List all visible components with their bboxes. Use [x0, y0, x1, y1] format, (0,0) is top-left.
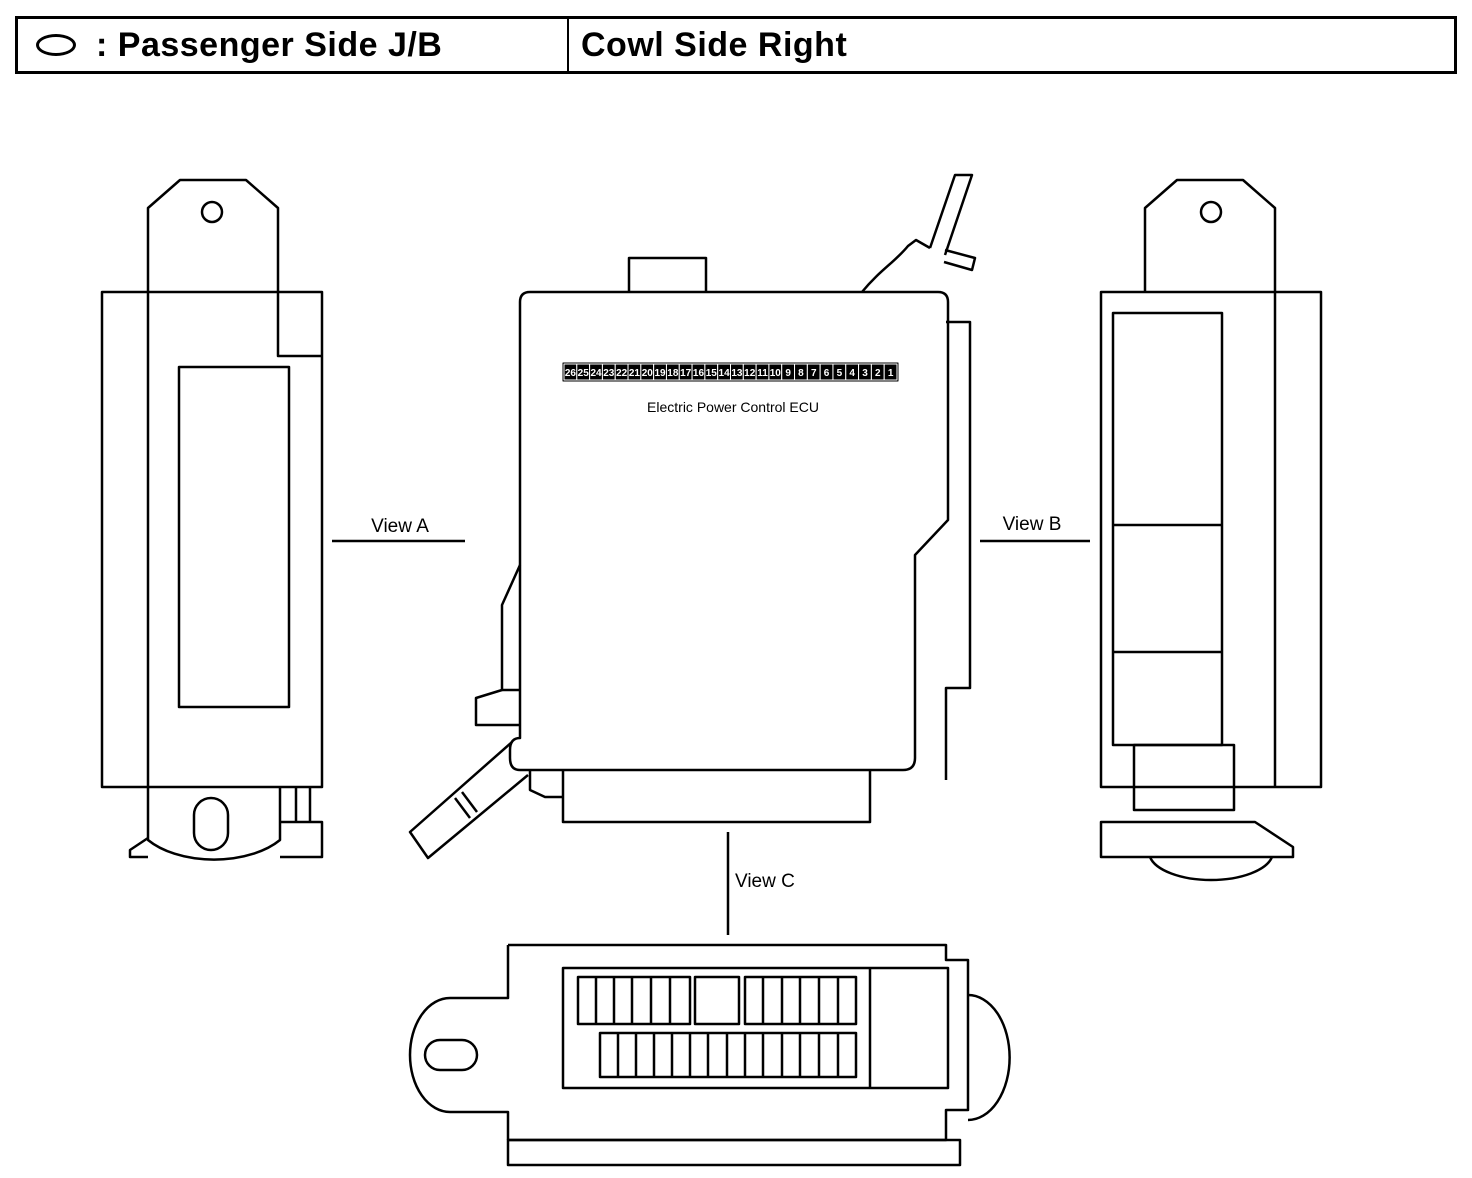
pin-number: 25 — [578, 368, 590, 379]
pin-number: 24 — [590, 368, 602, 379]
pin-number: 1 — [888, 368, 894, 379]
view-c-drawing — [408, 943, 1011, 1167]
pin-number: 12 — [744, 368, 756, 379]
pin-number: 8 — [798, 368, 804, 379]
pin-number: 6 — [824, 368, 830, 379]
pin-number: 9 — [785, 368, 791, 379]
pin-number: 26 — [565, 368, 577, 379]
view-a-drawing — [100, 178, 324, 861]
pin-number: 7 — [811, 368, 817, 379]
pin-number: 18 — [667, 368, 679, 379]
pin-number: 11 — [757, 368, 768, 379]
pin-number: 20 — [642, 368, 654, 379]
view-a-label: View A — [371, 516, 429, 537]
header-table: : Passenger Side J/B Cowl Side Right — [15, 16, 1457, 74]
pin-cell — [883, 363, 898, 381]
position-label: Cowl Side Right — [581, 25, 848, 64]
pin-number: 10 — [770, 368, 782, 379]
ecu-name-label: Electric Power Control ECU — [647, 399, 819, 415]
pin-number: 4 — [849, 368, 855, 379]
pin-number: 23 — [603, 368, 615, 379]
location-label: : Passenger Side J/B — [96, 25, 443, 64]
view-a-callout: View A — [332, 516, 465, 543]
view-b-label: View B — [1003, 514, 1062, 535]
view-b-drawing — [1099, 178, 1323, 882]
view-c-label: View C — [735, 871, 795, 892]
oval-icon — [36, 34, 76, 56]
view-b-callout: View B — [980, 514, 1090, 543]
pin-number: 21 — [629, 368, 641, 379]
pin-number: 13 — [731, 368, 743, 379]
pin-number: 3 — [862, 368, 868, 379]
header-location-cell: : Passenger Side J/B — [18, 19, 569, 71]
pin-number: 15 — [706, 368, 718, 379]
pin-number: 14 — [719, 368, 731, 379]
header-position-cell: Cowl Side Right — [569, 19, 1454, 71]
pin-number: 19 — [654, 368, 666, 379]
pin-number: 2 — [875, 368, 881, 379]
pin-number: 22 — [616, 368, 628, 379]
pin-number: 17 — [680, 368, 692, 379]
pin-number: 16 — [693, 368, 705, 379]
pin-number: 5 — [837, 368, 843, 379]
view-c-callout: View C — [726, 832, 795, 935]
